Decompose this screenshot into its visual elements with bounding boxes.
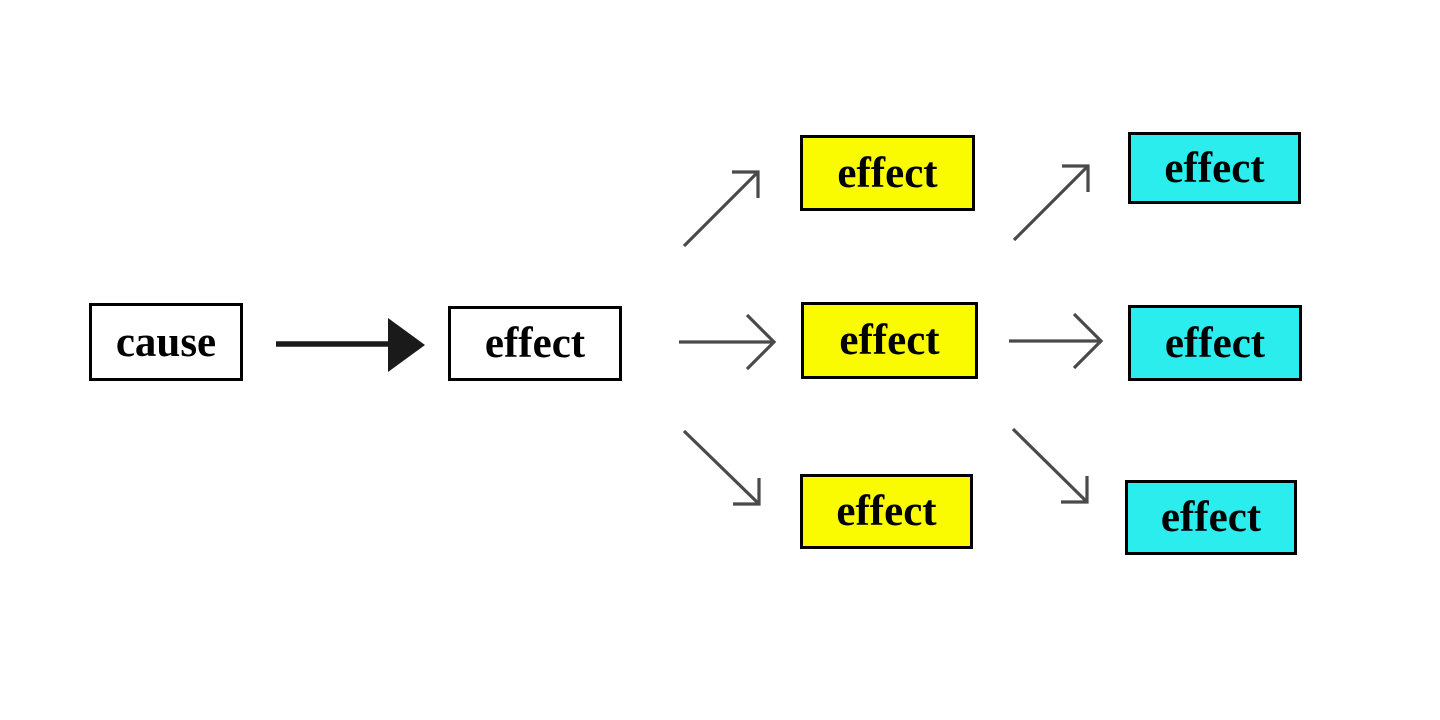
- arrow-primary-to-secondary-bottom: [682, 429, 761, 506]
- secondary-effect-box-bottom: effect: [800, 474, 973, 549]
- cause-box: cause: [89, 303, 243, 381]
- arrow-secondary-to-tertiary-top: [1012, 164, 1090, 242]
- tertiary-effect-box-bottom: effect: [1125, 480, 1297, 555]
- arrow-secondary-to-tertiary-bottom: [1011, 427, 1089, 504]
- arrow-primary-to-secondary-top: [682, 170, 760, 248]
- secondary-effect-box-middle: effect: [801, 302, 978, 379]
- tertiary-effect-box-top: effect: [1128, 132, 1301, 204]
- primary-effect-box: effect: [448, 306, 622, 381]
- arrow-cause-to-primary-effect: [276, 318, 425, 372]
- arrow-primary-to-secondary-middle: [679, 313, 777, 371]
- tertiary-effect-box-middle: effect: [1128, 305, 1302, 381]
- secondary-effect-box-top: effect: [800, 135, 975, 211]
- arrow-secondary-to-tertiary-middle: [1009, 312, 1104, 370]
